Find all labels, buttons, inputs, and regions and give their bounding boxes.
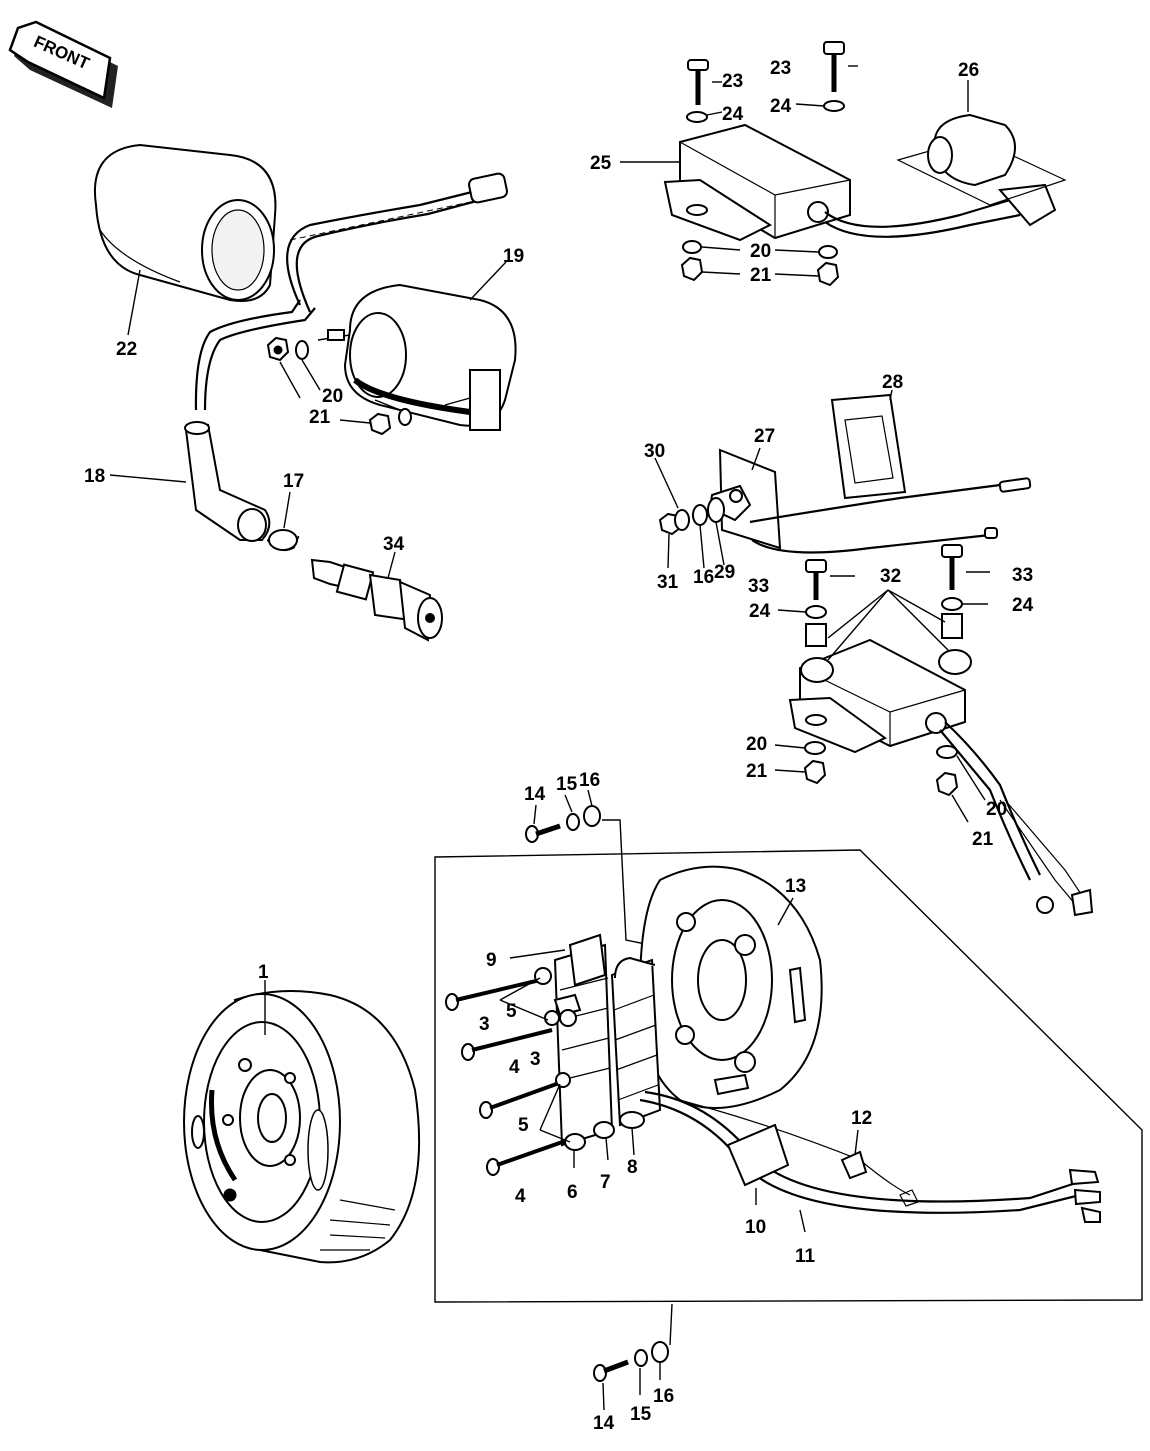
callout-28: 28: [882, 372, 903, 393]
callout-4a: 4: [509, 1057, 520, 1078]
callout-34: 34: [383, 534, 405, 555]
part-3-4-5-6-screws: [445, 967, 586, 1176]
callout-30: 30: [644, 441, 665, 462]
part-18-plug-cap: [184, 421, 271, 542]
callout-11: 11: [795, 1246, 816, 1267]
callout-16a: 16: [579, 770, 600, 791]
callout-23b: 23: [770, 58, 791, 79]
stator-group-outline: [434, 849, 1143, 1303]
part-29-30-31-hardware: [658, 497, 725, 536]
part-17-spring: [267, 529, 300, 552]
front-arrow: FRONT: [8, 20, 118, 108]
part-8-coil: [593, 956, 662, 1139]
callout-20c: 20: [746, 734, 767, 755]
callout-31: 31: [657, 572, 679, 593]
callout-20a: 20: [322, 386, 343, 407]
part-25-unit-top: [663, 41, 1057, 287]
callout-33a: 33: [748, 576, 769, 597]
callout-8: 8: [627, 1157, 638, 1178]
callout-20d: 20: [986, 799, 1007, 820]
callout-32: 32: [880, 566, 901, 587]
callout-25: 25: [590, 153, 612, 174]
callout-24c: 24: [749, 601, 771, 622]
callout-16b: 16: [653, 1386, 674, 1407]
callout-10: 10: [745, 1217, 766, 1238]
callout-24d: 24: [1012, 595, 1034, 616]
part-32-unit-middle: [788, 544, 1094, 917]
part-14-15-16-top: [525, 805, 601, 843]
part-1-flywheel: [183, 990, 421, 1264]
callout-1: 1: [258, 962, 269, 983]
callout-19: 19: [503, 246, 524, 267]
callout-29: 29: [714, 562, 735, 583]
callout-21c: 21: [746, 761, 768, 782]
callout-3a: 3: [479, 1014, 490, 1035]
callout-24a: 24: [722, 104, 744, 125]
callout-18: 18: [84, 466, 105, 487]
callout-5a: 5: [506, 1001, 517, 1022]
callout-27: 27: [754, 426, 775, 447]
callout-21d: 21: [972, 829, 994, 850]
callout-21a: 21: [309, 407, 331, 428]
part-20-21-coil-hardware: [266, 336, 412, 436]
callout-6: 6: [567, 1182, 578, 1203]
callout-15b: 15: [630, 1404, 652, 1425]
callout-17: 17: [283, 471, 304, 492]
callout-14a: 14: [524, 784, 546, 805]
part-28-grommet: [830, 393, 907, 500]
callout-3b: 3: [530, 1049, 541, 1070]
part-34-spark-plug: [310, 558, 443, 642]
callout-23a: 23: [722, 71, 743, 92]
part-19-coil: [194, 172, 517, 431]
callout-14b: 14: [593, 1413, 615, 1434]
callout-21b: 21: [750, 265, 772, 286]
callout-7: 7: [600, 1172, 611, 1193]
part-22-cap: [94, 143, 277, 302]
callout-4b: 4: [515, 1186, 526, 1207]
part-14-15-16-bottom: [593, 1341, 669, 1382]
callout-26: 26: [958, 60, 979, 81]
part-13-stator-plate: [638, 865, 823, 1109]
callout-20b: 20: [750, 241, 771, 262]
callout-15a: 15: [556, 774, 578, 795]
callout-16c: 16: [693, 567, 714, 588]
callout-12: 12: [851, 1108, 872, 1129]
callout-33b: 33: [1012, 565, 1033, 586]
callout-22: 22: [116, 339, 137, 360]
part-10-11-12-harness: [639, 1090, 1101, 1223]
part-26-condenser: [896, 113, 1067, 206]
callout-13: 13: [785, 876, 806, 897]
callout-5b: 5: [518, 1115, 529, 1136]
part-9-coil: [553, 933, 614, 1147]
callout-9: 9: [486, 950, 497, 971]
callout-24b: 24: [770, 96, 792, 117]
